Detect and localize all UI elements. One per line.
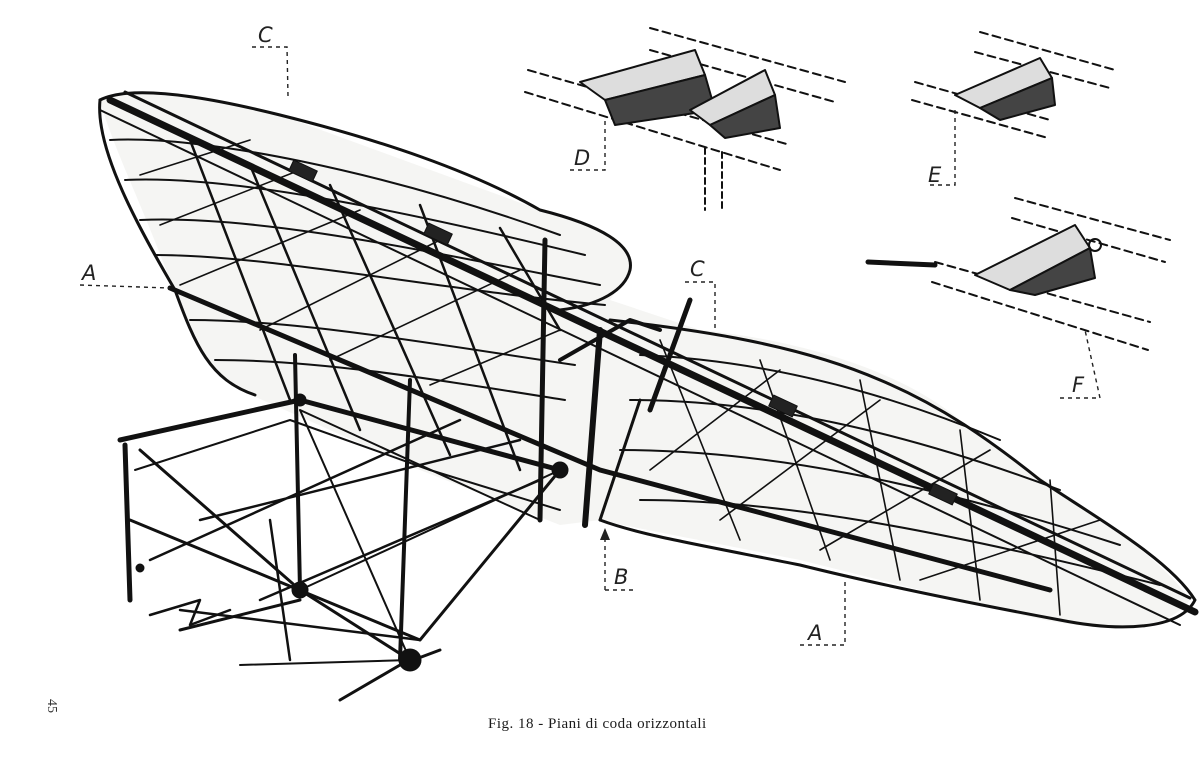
callout-label-b: B [614, 565, 628, 589]
callout-label-f: F [1072, 373, 1085, 397]
callout-label-a-left: A [80, 261, 96, 285]
hinge-detail-d [524, 27, 846, 213]
tailplane-frame [98, 90, 1199, 702]
callout-label-c-top: C [258, 23, 273, 47]
page-number: 45 [44, 699, 59, 713]
callout-label-c-mid: C [690, 257, 705, 281]
callout-label-a-bottom: A [806, 621, 822, 645]
figure-caption: Fig. 18 - Piani di coda orizzontali [488, 716, 707, 732]
arrow-b-icon [600, 528, 610, 540]
hinge-detail-e [911, 31, 1116, 139]
callout-label-d: D [574, 146, 590, 170]
callout-labels: C A C D E F B A [80, 23, 1085, 645]
hinge-detail-f [865, 197, 1171, 351]
callout-label-e: E [928, 163, 942, 187]
